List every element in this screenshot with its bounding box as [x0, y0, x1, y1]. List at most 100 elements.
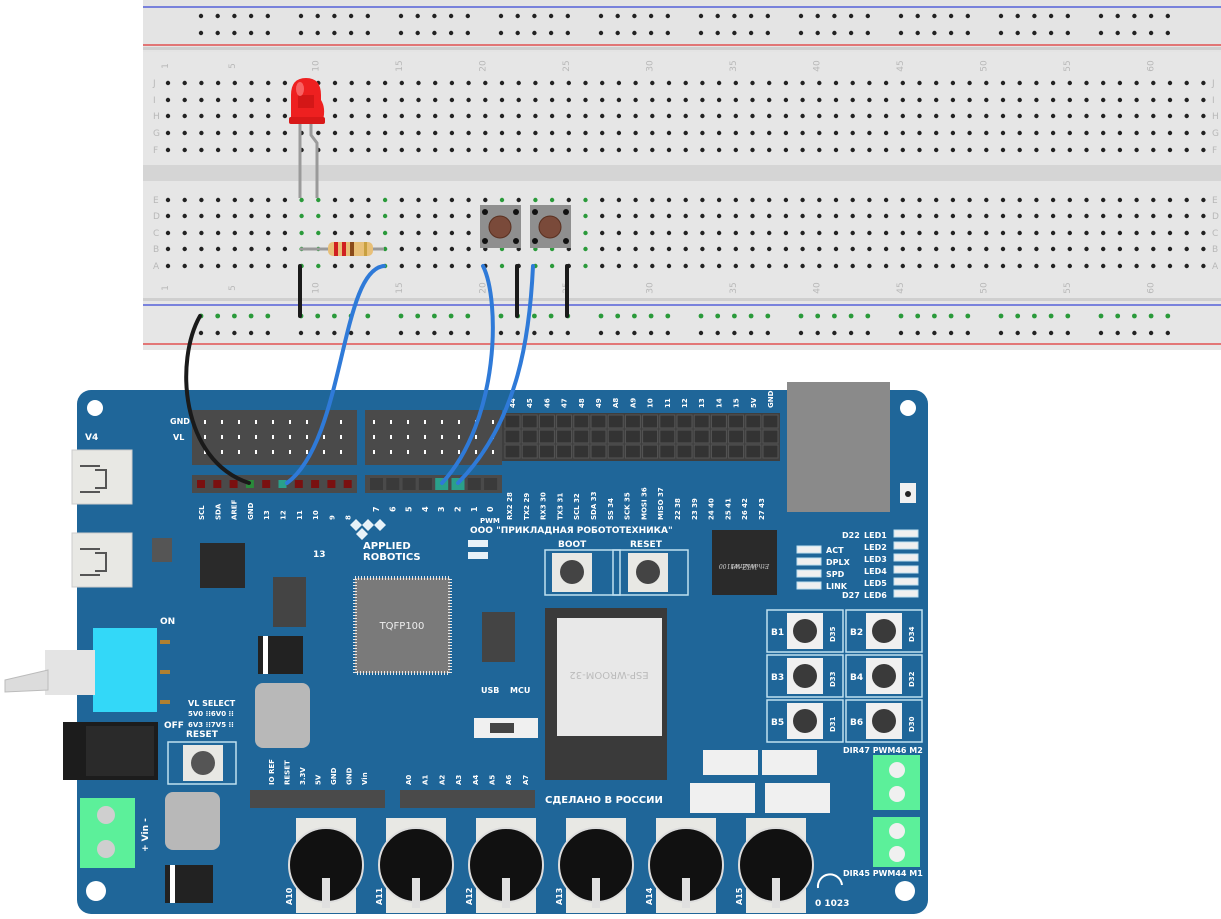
power-toggle-switch[interactable]	[4, 628, 170, 712]
jst-connector[interactable]	[703, 750, 758, 775]
breadboard-hole[interactable]	[332, 130, 338, 136]
breadboard-hole[interactable]	[867, 80, 872, 86]
breadboard-hole[interactable]	[249, 263, 254, 269]
rail-hole[interactable]	[498, 330, 504, 336]
breadboard-hole[interactable]	[1134, 80, 1139, 86]
breadboard-hole[interactable]	[332, 97, 338, 103]
rail-hole[interactable]	[1098, 313, 1104, 319]
breadboard-hole[interactable]	[449, 230, 455, 236]
rail-hole[interactable]	[1048, 13, 1054, 19]
breadboard-hole[interactable]	[1151, 80, 1156, 86]
breadboard-hole[interactable]	[466, 80, 471, 86]
rail-hole[interactable]	[665, 13, 670, 19]
breadboard-hole[interactable]	[399, 263, 404, 269]
rail-hole[interactable]	[948, 30, 954, 36]
rail-hole[interactable]	[815, 30, 820, 36]
rail-hole[interactable]	[732, 30, 737, 36]
breadboard-hole[interactable]	[232, 80, 237, 86]
breadboard-hole[interactable]	[1167, 197, 1173, 203]
breadboard-hole[interactable]	[600, 263, 605, 269]
rail-hole[interactable]	[632, 30, 637, 36]
rail-hole[interactable]	[432, 30, 437, 36]
breadboard-hole[interactable]	[616, 130, 622, 136]
breadboard-hole[interactable]	[1084, 213, 1089, 219]
rail-hole[interactable]	[598, 30, 604, 36]
breadboard-hole[interactable]	[182, 263, 187, 269]
breadboard-hole[interactable]	[1151, 246, 1156, 252]
breadboard-hole[interactable]	[215, 80, 221, 86]
breadboard-hole[interactable]	[683, 97, 688, 103]
breadboard-hole[interactable]	[449, 246, 455, 252]
breadboard-hole[interactable]	[483, 80, 488, 86]
digital-pin-socket[interactable]	[343, 480, 352, 488]
breadboard-hole[interactable]	[266, 213, 271, 219]
rail-hole[interactable]	[532, 13, 537, 19]
rail-hole[interactable]	[698, 13, 704, 19]
breadboard-hole[interactable]	[1050, 80, 1056, 86]
rail-hole[interactable]	[698, 30, 704, 36]
breadboard-hole[interactable]	[900, 80, 905, 86]
breadboard-hole[interactable]	[165, 147, 171, 153]
breadboard-hole[interactable]	[382, 213, 388, 219]
breadboard-hole[interactable]	[1151, 197, 1156, 203]
breadboard-hole[interactable]	[316, 213, 321, 219]
breadboard-hole[interactable]	[900, 230, 905, 236]
breadboard-hole[interactable]	[817, 130, 822, 136]
motor-m2-terminal[interactable]	[873, 755, 920, 810]
rail-hole[interactable]	[398, 313, 404, 319]
breadboard-hole[interactable]	[349, 113, 354, 119]
breadboard-hole[interactable]	[182, 97, 187, 103]
rail-hole[interactable]	[632, 13, 637, 19]
resistor-component[interactable]	[300, 242, 384, 256]
breadboard-hole[interactable]	[1000, 263, 1006, 269]
rail-hole[interactable]	[398, 330, 404, 336]
breadboard-hole[interactable]	[1101, 263, 1106, 269]
breadboard-hole[interactable]	[1017, 230, 1022, 236]
breadboard-hole[interactable]	[767, 246, 772, 252]
breadboard-hole[interactable]	[1050, 246, 1056, 252]
breadboard-hole[interactable]	[1017, 80, 1022, 86]
breadboard-hole[interactable]	[883, 147, 889, 153]
breadboard-hole[interactable]	[700, 80, 705, 86]
breadboard-hole[interactable]	[1117, 130, 1123, 136]
breadboard-hole[interactable]	[1067, 246, 1073, 252]
breadboard-hole[interactable]	[1050, 113, 1056, 119]
breadboard-hole[interactable]	[282, 246, 288, 252]
breadboard-hole[interactable]	[549, 113, 555, 119]
rail-hole[interactable]	[465, 313, 471, 319]
breadboard-hole[interactable]	[1101, 147, 1106, 153]
breadboard-hole[interactable]	[249, 246, 254, 252]
rail-hole[interactable]	[215, 13, 220, 19]
breadboard-hole[interactable]	[215, 147, 221, 153]
rail-hole[interactable]	[1065, 30, 1071, 36]
rail-hole[interactable]	[415, 330, 420, 336]
breadboard-hole[interactable]	[733, 113, 738, 119]
breadboard-hole[interactable]	[1117, 97, 1123, 103]
rail-hole[interactable]	[815, 313, 821, 319]
rail-hole[interactable]	[965, 330, 970, 336]
rail-hole[interactable]	[732, 313, 737, 319]
rail-hole[interactable]	[915, 330, 920, 336]
breadboard-hole[interactable]	[633, 130, 638, 136]
breadboard-hole[interactable]	[800, 80, 805, 86]
digital-pin-socket[interactable]	[197, 480, 205, 488]
rail-hole[interactable]	[1148, 30, 1154, 36]
icsp-header[interactable]	[273, 577, 306, 627]
breadboard-hole[interactable]	[917, 97, 922, 103]
breadboard-hole[interactable]	[1151, 113, 1156, 119]
breadboard-hole[interactable]	[1017, 130, 1022, 136]
breadboard-hole[interactable]	[833, 230, 839, 236]
breadboard-hole[interactable]	[566, 97, 571, 103]
breadboard-hole[interactable]	[633, 113, 638, 119]
breadboard-hole[interactable]	[266, 230, 271, 236]
rail-hole[interactable]	[498, 313, 504, 319]
breadboard-hole[interactable]	[633, 263, 638, 269]
breadboard-hole[interactable]	[1151, 263, 1156, 269]
breadboard-hole[interactable]	[934, 130, 939, 136]
rail-hole[interactable]	[515, 30, 520, 36]
breadboard-hole[interactable]	[232, 246, 237, 252]
breadboard-hole[interactable]	[332, 263, 338, 269]
wire-gnd-black[interactable]	[184, 314, 251, 485]
breadboard-hole[interactable]	[232, 230, 237, 236]
breadboard-hole[interactable]	[900, 197, 905, 203]
